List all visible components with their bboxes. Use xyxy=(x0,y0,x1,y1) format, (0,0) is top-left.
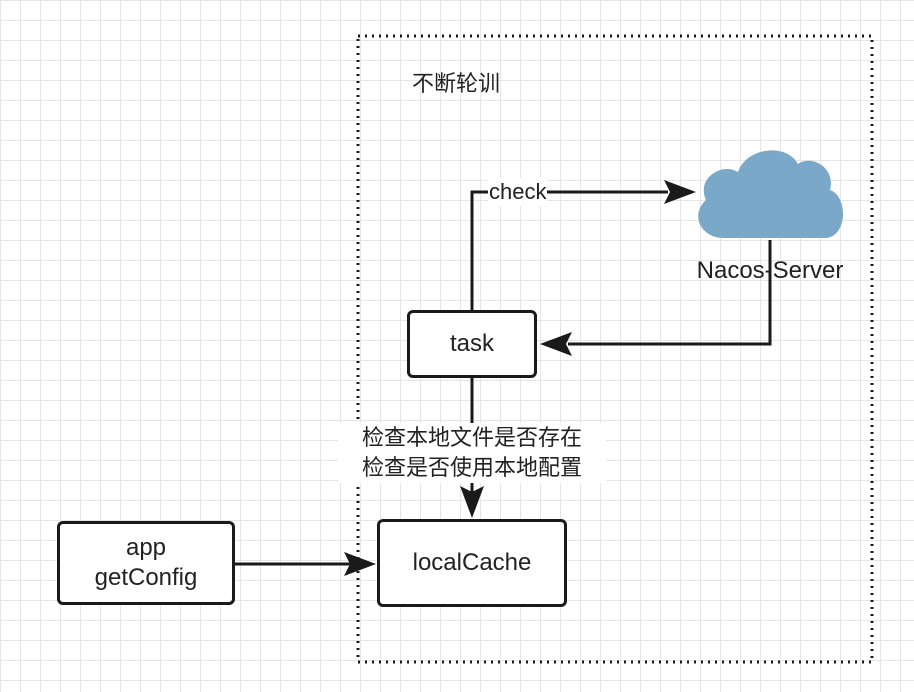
app-to-cache-arrowhead xyxy=(344,552,376,576)
container-title: 不断轮训 xyxy=(412,71,501,96)
task-to-cache-arrowhead xyxy=(460,486,484,518)
task-to-cache-label: 检查本地文件是否存在 检查是否使用本地配置 xyxy=(338,423,606,483)
task-to-cache-label-line2: 检查是否使用本地配置 xyxy=(361,455,582,480)
server-to-task-arrowhead xyxy=(540,332,572,356)
local-cache-node-label: localCache xyxy=(412,549,532,576)
app-node-label-line2: getConfig xyxy=(94,564,198,591)
server-label: Nacos-Server xyxy=(696,257,844,284)
polling-container-border xyxy=(356,34,874,664)
task-node[interactable]: task xyxy=(407,310,537,378)
local-cache-node[interactable]: localCache xyxy=(377,519,567,607)
check-connector xyxy=(470,190,668,310)
check-arrowhead xyxy=(664,180,696,204)
app-node[interactable]: app getConfig xyxy=(57,521,235,605)
task-node-label: task xyxy=(449,330,494,357)
check-label: check xyxy=(488,178,548,206)
app-node-label-line1: app xyxy=(125,534,167,561)
server-to-task-connector xyxy=(568,240,772,346)
task-to-cache-label-line1: 检查本地文件是否存在 xyxy=(361,425,582,450)
cloud-icon xyxy=(698,150,844,238)
